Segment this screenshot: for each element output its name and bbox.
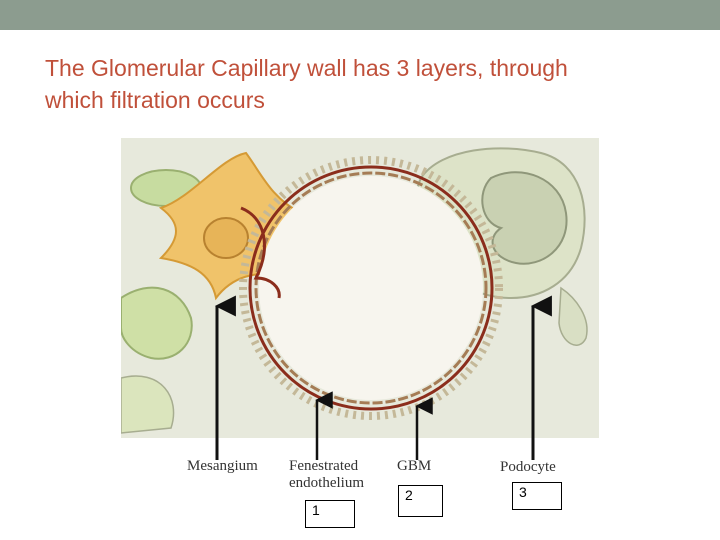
label-gbm: GBM [397,458,432,474]
slide-title: The Glomerular Capillary wall has 3 laye… [45,52,695,116]
slide-title-line-1: The Glomerular Capillary wall has 3 laye… [45,55,568,81]
glomerular-basement-membrane [248,165,494,411]
foot-processes [239,156,503,420]
top-banner [0,0,720,30]
label-fenestrated-line-1: Fenestrated [289,458,359,474]
podocyte-nucleus [481,171,568,265]
podocyte-process [558,286,588,346]
layer-number-box-3: 3 [512,482,562,510]
capillary-diagram [121,138,599,498]
glomerular-capillary-illustration: Mesangium Fenestrated endothelium GBM Po… [121,138,599,498]
layer-number-box-2: 2 [398,485,443,517]
slide-title-line-2: which filtration occurs [45,87,265,113]
label-fenestrated-line-2: endothelium [289,475,364,491]
left-cell [121,286,193,360]
capillary-lumen [259,176,483,400]
label-podocyte: Podocyte [500,459,556,475]
layer-number-box-1: 1 [305,500,355,528]
label-mesangium: Mesangium [187,458,258,474]
mesangial-membrane [240,206,281,299]
label-fenestrated-endothelium: Fenestrated endothelium [289,458,364,492]
mesangial-nucleus [203,217,249,259]
lower-left-cell [121,375,175,434]
fenestrated-endothelium [254,171,488,405]
